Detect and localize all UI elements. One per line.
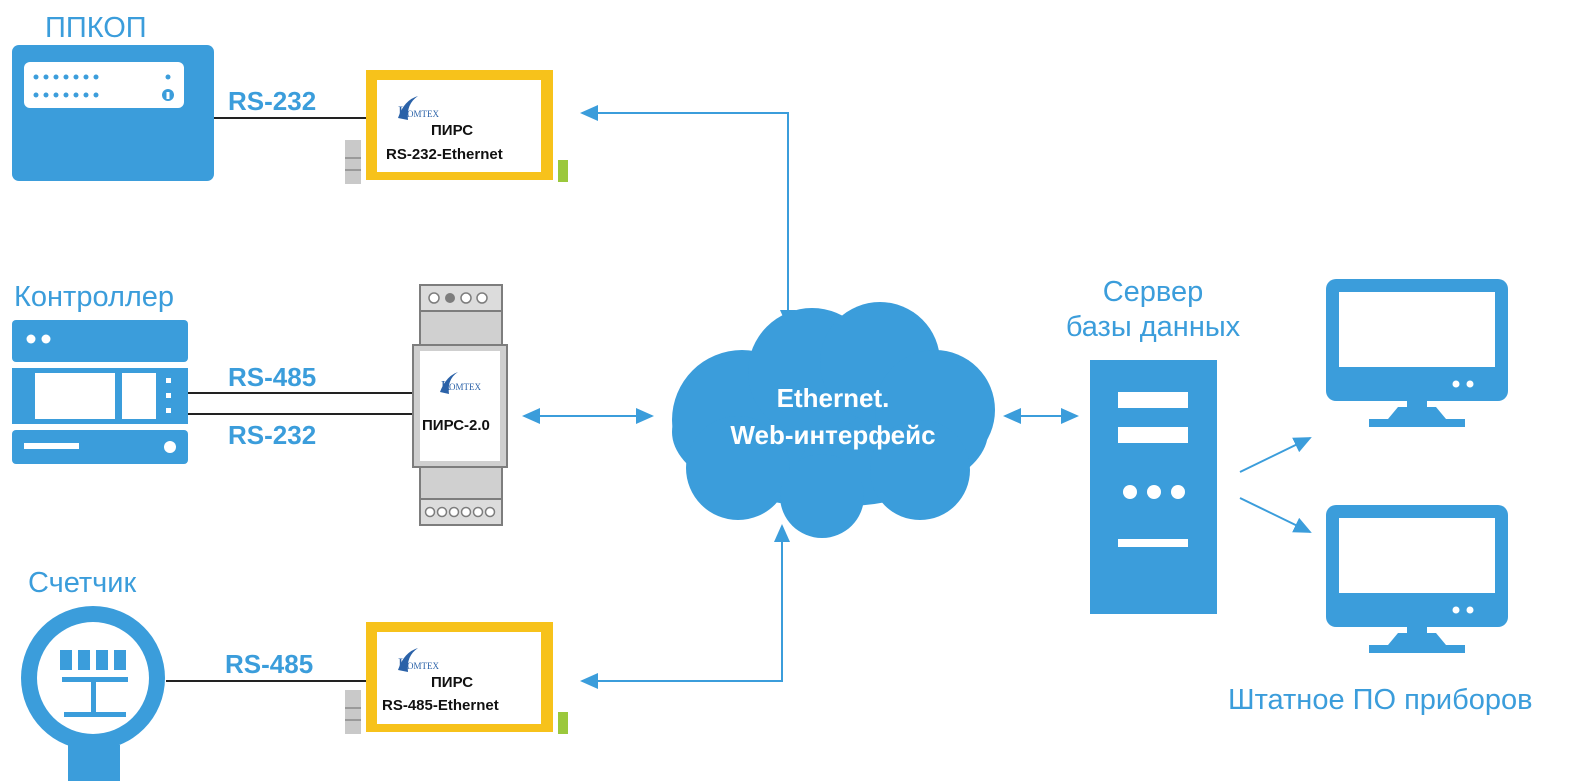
top-device-line1: ПИРС bbox=[431, 122, 473, 139]
software-label: Штатное ПО приборов bbox=[1228, 684, 1533, 716]
bottom-device-arrow bbox=[580, 524, 790, 689]
pirs-rs232-ethernet-device: К ОМТЕХ ПИРС RS-232-Ethernet bbox=[345, 70, 568, 184]
top-brand: ОМТЕХ bbox=[407, 109, 439, 119]
middle-brand: ОМТЕХ bbox=[449, 382, 481, 392]
ppkop-bus-label: RS-232 bbox=[228, 86, 316, 116]
controller-label: Контроллер bbox=[14, 281, 174, 313]
controller-icon bbox=[12, 320, 188, 464]
monitor-top-arrow bbox=[1239, 437, 1312, 473]
cloud-line2: Web-интерфейс bbox=[730, 420, 935, 450]
server-label-line2: базы данных bbox=[1066, 311, 1241, 343]
komtex-logo-icon bbox=[398, 648, 418, 672]
bottom-device-line1: ПИРС bbox=[431, 674, 473, 691]
controller-bus2-label: RS-232 bbox=[228, 420, 316, 450]
ppkop-label: ППКОП bbox=[45, 12, 147, 44]
alarm-panel-icon bbox=[12, 45, 214, 181]
bottom-device-line2: RS-485-Ethernet bbox=[382, 697, 499, 714]
meter-label: Счетчик bbox=[28, 567, 136, 599]
top-device-arrow bbox=[580, 105, 796, 328]
middle-brand-initial: К bbox=[441, 379, 451, 394]
cloud-line1: Ethernet. bbox=[777, 383, 890, 413]
middle-device-line1: ПИРС-2.0 bbox=[422, 417, 490, 434]
server-icon bbox=[1090, 360, 1217, 614]
bottom-brand-initial: К bbox=[398, 656, 409, 673]
cloud-icon bbox=[672, 302, 995, 538]
server-label-line1: Сервер bbox=[1103, 276, 1204, 308]
top-brand-initial: К bbox=[398, 104, 409, 121]
monitor-icon bbox=[1326, 505, 1508, 653]
pirs-2-0-device: К ОМТЕХ ПИРС-2.0 bbox=[412, 284, 508, 526]
komtex-logo-icon bbox=[440, 372, 458, 394]
pirs-rs485-ethernet-device: К ОМТЕХ ПИРС RS-485-Ethernet bbox=[345, 622, 568, 734]
bottom-brand: ОМТЕХ bbox=[407, 661, 439, 671]
komtex-logo-icon bbox=[398, 96, 418, 120]
controller-bus1-label: RS-485 bbox=[228, 362, 316, 392]
monitor-icon bbox=[1326, 279, 1508, 427]
meter-bus-label: RS-485 bbox=[225, 649, 313, 679]
top-device-line2: RS-232-Ethernet bbox=[386, 146, 503, 163]
meter-icon bbox=[21, 606, 165, 781]
monitor-bottom-arrow bbox=[1239, 497, 1312, 533]
